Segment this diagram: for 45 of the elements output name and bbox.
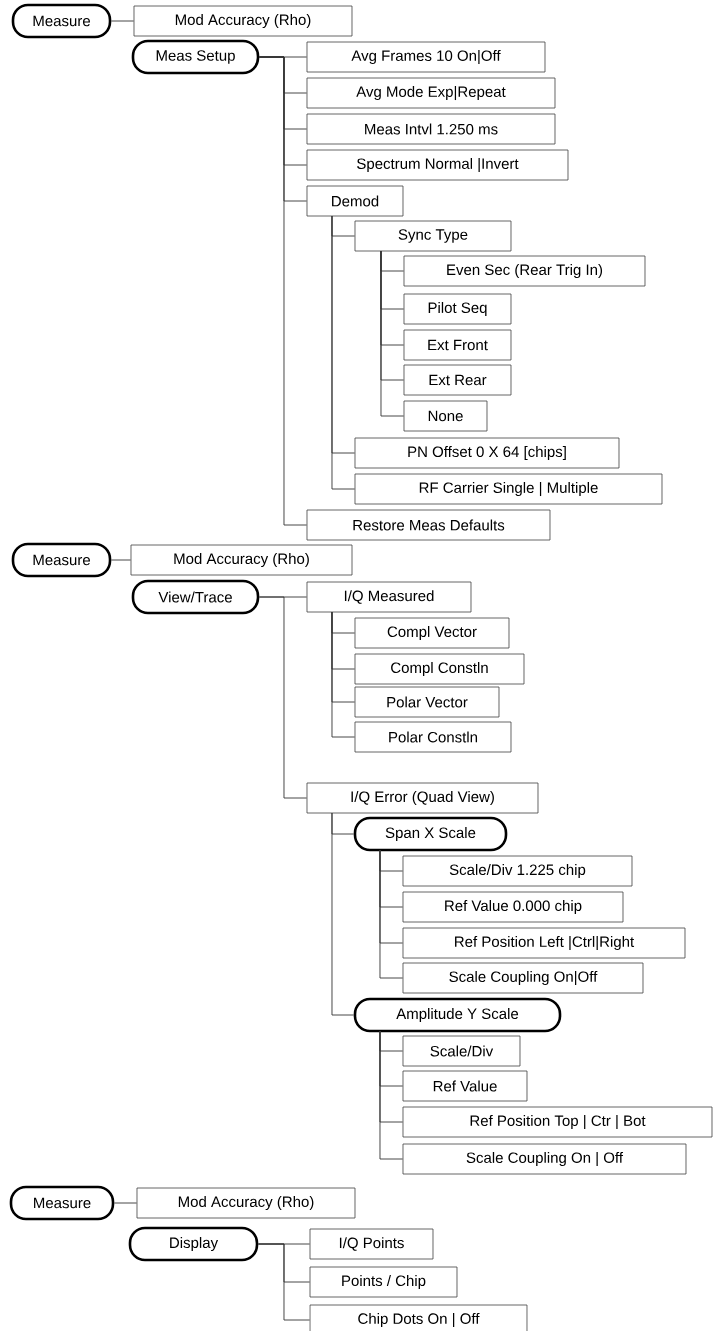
menu-item-box: Chip Dots On | Off <box>309 1304 528 1331</box>
menu-item-box: Avg Frames 10 On|Off <box>306 41 546 73</box>
menu-item-box: Meas Intvl 1.250 ms <box>306 113 556 145</box>
menu-item-box: Scale/Div <box>402 1035 521 1067</box>
menu-item-box: RF Carrier Single | Multiple <box>354 473 663 505</box>
menu-item-box: Ref Value <box>402 1070 528 1102</box>
menu-item-box: Scale/Div 1.225 chip <box>402 855 633 887</box>
menu-item-box: I/Q Points <box>309 1228 434 1260</box>
menu-item-box: Scale Coupling On | Off <box>402 1143 687 1175</box>
connector-line <box>110 20 135 22</box>
menu-item-box: Spectrum Normal |Invert <box>306 149 569 181</box>
connector-line <box>110 559 132 561</box>
menu-item-box: Ext Front <box>403 329 512 361</box>
menu-item-box: Sync Type <box>354 220 512 252</box>
menu-item-box: Mod Accuracy (Rho) <box>130 544 353 576</box>
connector-line <box>257 1243 311 1321</box>
menu-item-box: PN Offset 0 X 64 [chips] <box>354 437 620 469</box>
menu-item-box: Pilot Seq <box>403 293 512 325</box>
menu-item-box: Compl Constln <box>354 653 525 685</box>
menu-item-box: Mod Accuracy (Rho) <box>136 1187 356 1219</box>
menu-item-box: Compl Vector <box>354 617 510 649</box>
menu-item-box: Polar Vector <box>354 686 500 718</box>
menu-item-box: Ref Value 0.000 chip <box>402 891 624 923</box>
menu-item-box: Restore Meas Defaults <box>306 509 551 541</box>
menu-item-box: I/Q Error (Quad View) <box>306 782 539 814</box>
menu-item-box: Ref Position Top | Ctr | Bot <box>402 1106 713 1138</box>
menu-item-box: Mod Accuracy (Rho) <box>133 5 353 37</box>
menu-item-box: None <box>403 400 488 432</box>
connector-line <box>113 1202 138 1204</box>
menu-item-box: Points / Chip <box>309 1266 458 1298</box>
menu-item-box: I/Q Measured <box>306 581 472 613</box>
menu-item-box: Polar Constln <box>354 721 512 753</box>
connector-line <box>380 250 405 417</box>
menu-item-box: Ext Rear <box>403 364 512 396</box>
menu-item-box: Even Sec (Rear Trig In) <box>403 255 646 287</box>
connector-line <box>258 56 308 526</box>
connector-line <box>379 849 404 979</box>
connector-line <box>379 1030 404 1160</box>
menu-item-box: Ref Position Left |Ctrl|Right <box>402 927 686 959</box>
menu-item-box: Demod <box>306 185 404 217</box>
connector-line <box>258 596 308 799</box>
connector-line <box>331 611 356 738</box>
menu-item-box: Avg Mode Exp|Repeat <box>306 77 556 109</box>
menu-item-box: Scale Coupling On|Off <box>402 962 644 994</box>
connector-line <box>331 812 355 1016</box>
